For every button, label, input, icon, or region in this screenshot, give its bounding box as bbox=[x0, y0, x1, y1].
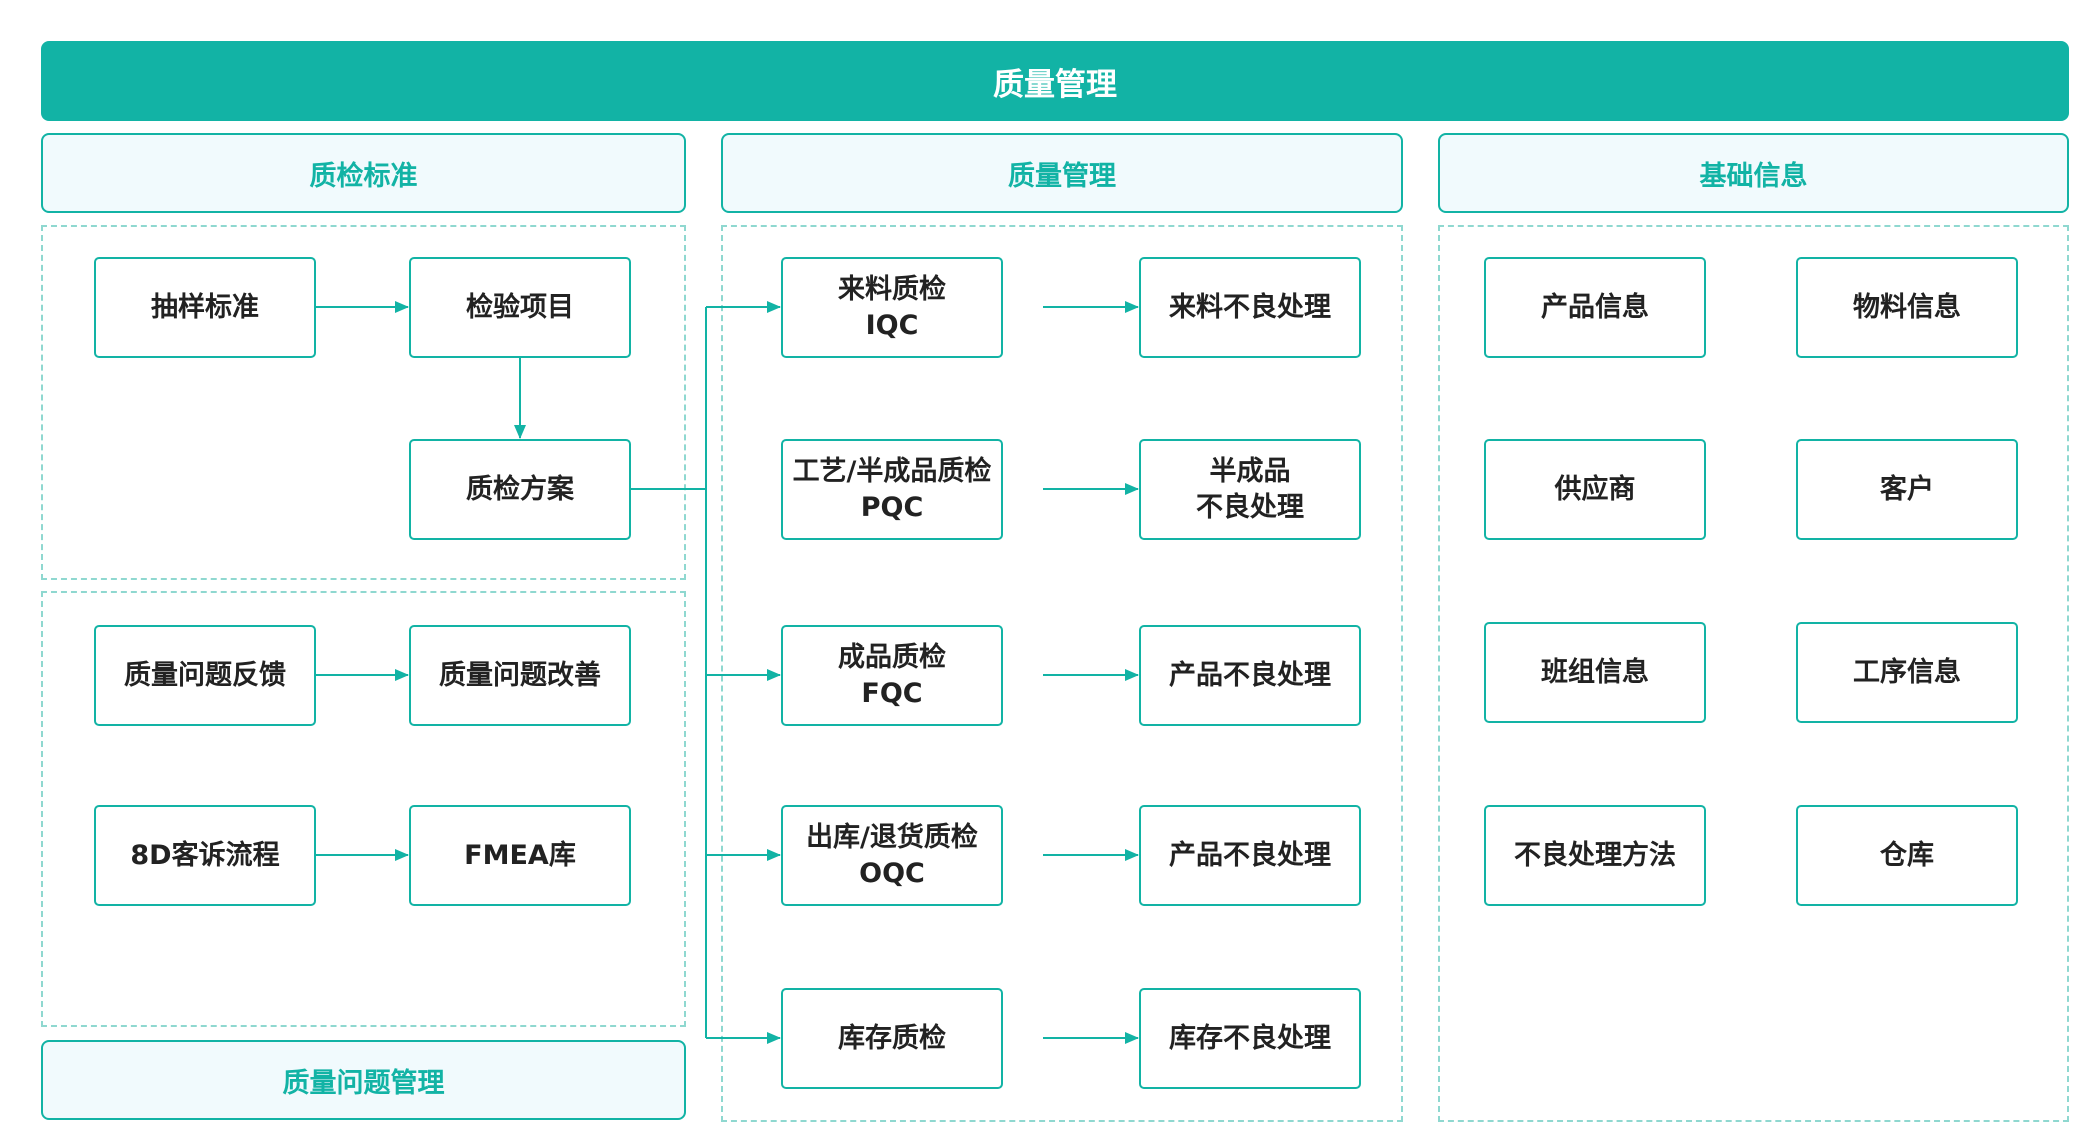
node-label: 物料信息 bbox=[1853, 291, 1961, 323]
node-label: 库存不良处理 bbox=[1169, 1022, 1331, 1054]
node-label: 仓库 bbox=[1880, 839, 1934, 871]
node-label: 客户 bbox=[1880, 473, 1934, 505]
node-label: 工艺/半成品质检 bbox=[792, 455, 992, 487]
node-label: 工序信息 bbox=[1853, 656, 1961, 688]
node-label: 库存质检 bbox=[838, 1022, 946, 1054]
node-label: 来料质检 bbox=[838, 273, 946, 305]
section-header-standard: 质检标准 bbox=[41, 133, 686, 213]
node-label: 产品不良处理 bbox=[1169, 839, 1331, 871]
zone-issues bbox=[41, 591, 686, 1027]
node-label: 抽样标准 bbox=[151, 291, 259, 323]
node-fqc: 成品质检 FQC bbox=[781, 625, 1003, 726]
node-label: 班组信息 bbox=[1541, 656, 1649, 688]
node-customer: 客户 bbox=[1796, 439, 2018, 540]
node-sampling-standard: 抽样标准 bbox=[94, 257, 316, 358]
node-label: FMEA库 bbox=[464, 839, 576, 871]
node-defect-method: 不良处理方法 bbox=[1484, 805, 1706, 906]
node-label: 出库/退货质检 bbox=[806, 821, 978, 853]
node-label: 不良处理方法 bbox=[1514, 839, 1676, 871]
node-oqc: 出库/退货质检 OQC bbox=[781, 805, 1003, 906]
section-header-basic: 基础信息 bbox=[1438, 133, 2069, 213]
node-label: 供应商 bbox=[1554, 473, 1636, 505]
node-label: 产品不良处理 bbox=[1169, 659, 1331, 691]
node-pqc: 工艺/半成品质检 PQC bbox=[781, 439, 1003, 540]
node-material-info: 物料信息 bbox=[1796, 257, 2018, 358]
node-product-info: 产品信息 bbox=[1484, 257, 1706, 358]
zone-management bbox=[721, 225, 1403, 1122]
node-8d-complaint: 8D客诉流程 bbox=[94, 805, 316, 906]
node-fqc-defect: 产品不良处理 bbox=[1139, 625, 1361, 726]
node-process-info: 工序信息 bbox=[1796, 622, 2018, 723]
node-code: OQC bbox=[859, 857, 925, 889]
node-label: 质量问题改善 bbox=[439, 659, 601, 691]
page-title: 质量管理 bbox=[41, 41, 2069, 121]
node-code: PQC bbox=[860, 491, 924, 523]
node-stock-inspection: 库存质检 bbox=[781, 988, 1003, 1089]
node-stock-defect: 库存不良处理 bbox=[1139, 988, 1361, 1089]
node-pqc-defect: 半成品 不良处理 bbox=[1139, 439, 1361, 540]
node-code: FQC bbox=[861, 677, 923, 709]
zone-basic bbox=[1438, 225, 2069, 1122]
node-warehouse: 仓库 bbox=[1796, 805, 2018, 906]
node-iqc-defect: 来料不良处理 bbox=[1139, 257, 1361, 358]
node-inspection-plan: 质检方案 bbox=[409, 439, 631, 540]
node-label: 产品信息 bbox=[1541, 291, 1649, 323]
node-inspection-items: 检验项目 bbox=[409, 257, 631, 358]
node-code: IQC bbox=[865, 309, 919, 341]
node-label: 检验项目 bbox=[466, 291, 574, 323]
node-supplier: 供应商 bbox=[1484, 439, 1706, 540]
node-issue-improve: 质量问题改善 bbox=[409, 625, 631, 726]
node-label-line2: 不良处理 bbox=[1196, 491, 1304, 523]
node-label: 半成品 bbox=[1209, 455, 1291, 487]
section-header-management: 质量管理 bbox=[721, 133, 1403, 213]
node-label: 质量问题反馈 bbox=[124, 659, 286, 691]
node-team-info: 班组信息 bbox=[1484, 622, 1706, 723]
node-fmea-library: FMEA库 bbox=[409, 805, 631, 906]
node-iqc: 来料质检 IQC bbox=[781, 257, 1003, 358]
zone-standard bbox=[41, 225, 686, 580]
node-label: 来料不良处理 bbox=[1169, 291, 1331, 323]
node-issue-feedback: 质量问题反馈 bbox=[94, 625, 316, 726]
node-label: 成品质检 bbox=[838, 641, 946, 673]
section-header-issues: 质量问题管理 bbox=[41, 1040, 686, 1120]
node-label: 质检方案 bbox=[466, 473, 574, 505]
node-label: 8D客诉流程 bbox=[130, 839, 280, 871]
node-oqc-defect: 产品不良处理 bbox=[1139, 805, 1361, 906]
